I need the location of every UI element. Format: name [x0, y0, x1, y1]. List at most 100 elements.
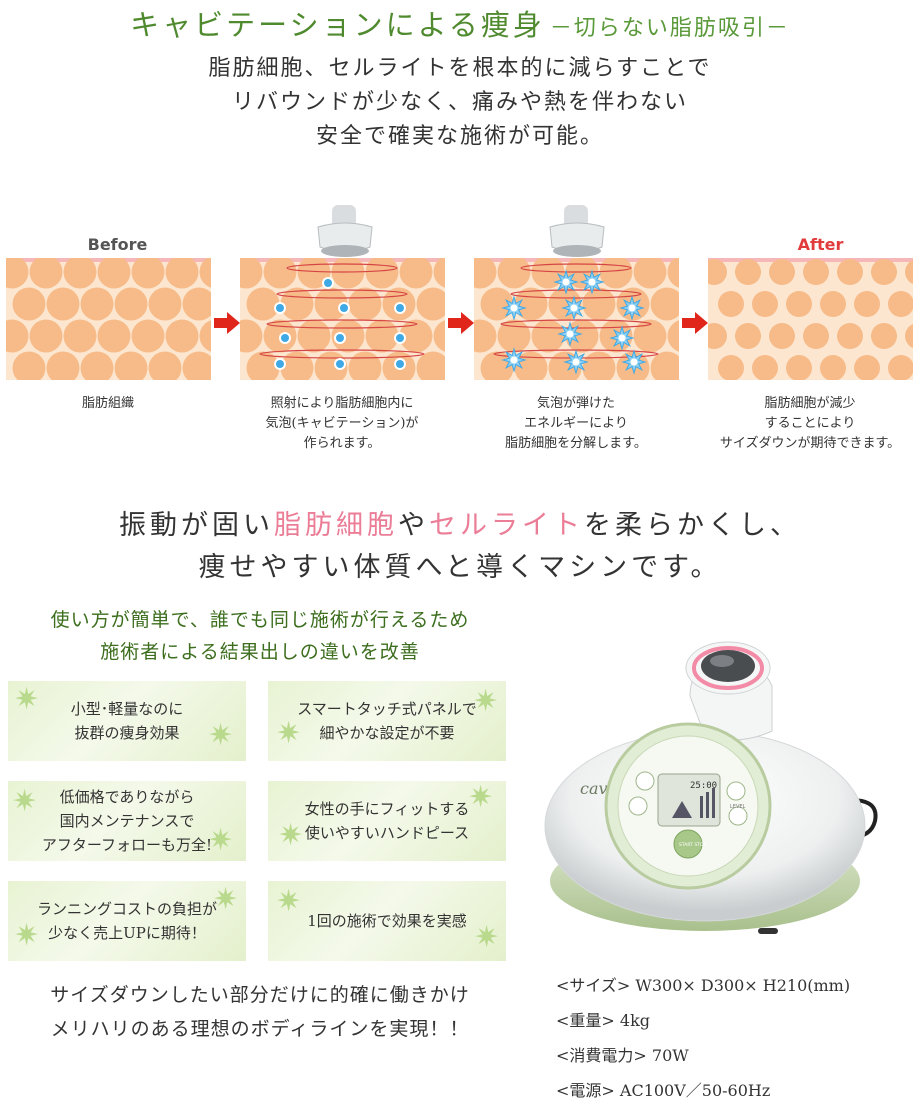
title-main: キャビテーションによる痩身 — [130, 8, 545, 42]
caption-line: エネルギーにより — [524, 416, 628, 431]
level-up-button — [726, 781, 746, 801]
cavipot-device-image: caviPot 25:00 LEVEL START STOP — [544, 641, 878, 934]
fat-cell — [131, 258, 165, 289]
feature-line: ランニングコストの負担が — [36, 900, 217, 918]
intro-line: 脂肪細胞、セルライトを根本的に減らすことで — [208, 56, 712, 81]
fat-cell — [182, 351, 211, 380]
feature-line: 小型･軽量なのに — [70, 700, 184, 718]
bubble — [340, 304, 348, 312]
sparkle-icon: ✷ — [276, 716, 302, 751]
arrow-right-icon — [448, 312, 474, 334]
feature-box: ✷ ✷ 小型･軽量なのに抜群の痩身効果 — [8, 681, 246, 761]
fat-cell — [148, 287, 182, 321]
after-label: After — [797, 235, 844, 254]
fat-cell — [97, 319, 131, 353]
fat-cell — [633, 319, 667, 353]
fat-cell — [497, 319, 531, 353]
fat-cell — [480, 351, 514, 380]
fat-cell — [769, 323, 795, 349]
bubble — [276, 304, 284, 312]
feature-line: 1回の施術で効果を実感 — [307, 912, 467, 930]
tagline-line-2: 痩せやすい体質へと導くマシンです。 — [198, 552, 722, 583]
fat-cell — [718, 291, 744, 317]
fat-cell — [752, 291, 778, 317]
fat-cell — [582, 287, 616, 321]
feature-line: 使いやすいハンドピース — [304, 824, 470, 842]
fat-cell — [854, 355, 880, 380]
tagline-text: を柔らかくし、 — [584, 510, 801, 541]
fat-cell — [280, 351, 314, 380]
fat-cell — [633, 258, 667, 289]
fat-cell — [718, 355, 744, 380]
caption-line: 脂肪細胞が減少 — [764, 396, 856, 411]
spec-weight: <重量> 4kg — [556, 1011, 651, 1030]
fat-cell — [474, 258, 497, 289]
fat-cell — [837, 259, 863, 285]
fat-tissue-after-diagram — [708, 258, 913, 380]
fat-cell — [114, 351, 148, 380]
page-title: キャビテーションによる痩身 －切らない脂肪吸引－ — [0, 2, 920, 44]
caption-irradiation: 照射により脂肪細胞内に 気泡(キャビテーション)が 作られます。 — [232, 394, 452, 454]
fat-cell — [854, 291, 880, 317]
fat-cell — [131, 319, 165, 353]
sparkle-icon: ✷ — [12, 784, 38, 819]
fat-cell — [514, 351, 548, 380]
fat-cell — [12, 287, 46, 321]
level-down-button — [728, 806, 748, 826]
fat-cell — [348, 287, 382, 321]
tagline-text: や — [398, 510, 429, 541]
bottom-text: サイズダウンしたい部分だけに的確に働きかけ メリハリのある理想のボディラインを実… — [0, 978, 520, 1046]
fat-cell — [348, 351, 382, 380]
feature-box: ✷ ✷ 1回の施術で効果を実感 — [268, 881, 506, 961]
bubble — [396, 360, 404, 368]
spec-power: <消費電力> 70W — [556, 1046, 689, 1065]
caption-line: 脂肪組織 — [81, 396, 134, 411]
fat-cell — [582, 351, 616, 380]
intro-text: 脂肪細胞、セルライトを根本的に減らすことで リバウンドが少なく、痛みや熱を伴わな… — [0, 52, 920, 154]
fat-cell — [871, 259, 897, 285]
fat-cell — [433, 258, 445, 288]
tagline: 振動が固い脂肪細胞やセルライトを柔らかくし、 痩せやすい体質へと導くマシンです。 — [0, 505, 920, 589]
fat-cell — [786, 291, 812, 317]
feature-line: 少なく売上UPに期待！ — [48, 924, 206, 942]
sparkle-icon: ✷ — [474, 920, 500, 955]
feature-box: ✷ ✷ ランニングコストの負担が少なく売上UPに期待！ — [8, 881, 246, 961]
fat-cell — [182, 287, 211, 321]
fat-cell — [297, 258, 331, 289]
fat-tissue-diagram — [6, 258, 211, 380]
spec-list: <サイズ> W300× D300× H210(mm) <重量> 4kg <消費電… — [556, 968, 850, 1108]
fat-cell — [497, 258, 531, 289]
bubble — [336, 360, 344, 368]
spec-size: <サイズ> W300× D300× H210(mm) — [556, 976, 851, 995]
caption-line: 気泡(キャビテーション)が — [265, 416, 419, 431]
easy-use-heading: 使い方が簡単で、誰でも同じ施術が行えるため 施術者による結果出しの違いを改善 — [0, 604, 520, 668]
fat-cell — [837, 323, 863, 349]
mode-button — [628, 796, 648, 816]
sparkle-icon: ✷ — [208, 718, 234, 753]
fat-cell — [871, 323, 897, 349]
sparkle-icon: ✷ — [468, 781, 494, 815]
sparkle-icon: ✷ — [213, 882, 239, 917]
fat-cell — [474, 319, 497, 353]
fat-cell — [667, 320, 679, 352]
fat-cell — [63, 319, 97, 353]
caption-line: サイズダウンが期待できます。 — [719, 436, 901, 451]
fat-cell — [365, 319, 399, 353]
feature-line: 低価格でありながら — [59, 788, 195, 806]
fat-cell — [165, 258, 199, 289]
power-button — [635, 771, 655, 791]
fat-cell — [803, 259, 829, 285]
fat-cell — [199, 320, 211, 352]
start-stop-label: START STOP — [679, 842, 706, 848]
caption-line: することにより — [764, 416, 856, 431]
sparkle-icon: ✷ — [276, 884, 302, 919]
bubble — [336, 334, 344, 342]
fat-cell — [148, 351, 182, 380]
caption-line: 照射により脂肪細胞内に — [270, 396, 414, 411]
arrow-right-icon — [214, 312, 240, 334]
caption-line: 気泡が弾けた — [536, 396, 615, 411]
feature-box: ✷ ✷ 低価格でありながら国内メンテナンスでアフターフォローも万全! — [8, 781, 246, 861]
fat-cell — [29, 258, 63, 289]
fat-cell — [263, 258, 297, 289]
fat-cell — [399, 319, 433, 353]
